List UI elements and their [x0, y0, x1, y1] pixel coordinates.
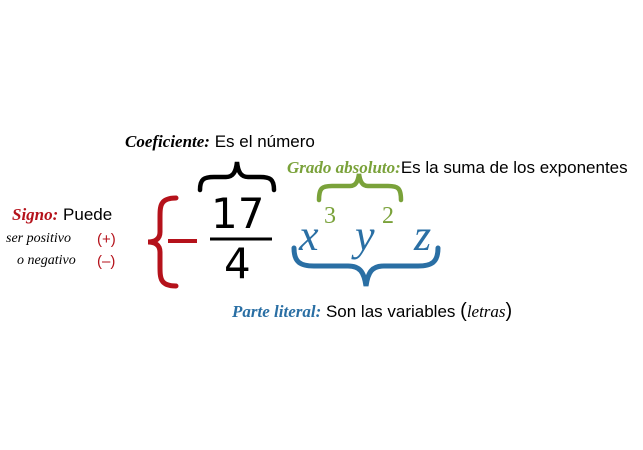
degree-term: Grado absoluto: [287, 158, 401, 177]
literal-brace [291, 245, 441, 287]
sign-negative-text: o negativo [17, 253, 76, 268]
literal-open-paren: ( [460, 300, 467, 322]
variable-z: z [414, 211, 432, 260]
coefficient-brace [197, 161, 277, 193]
numerator: 17 [211, 189, 265, 238]
minus-symbol: (–) [97, 253, 116, 270]
degree-brace [316, 173, 404, 203]
sign-label: Signo: Puede [12, 205, 112, 225]
sign-brace [147, 195, 179, 289]
literal-desc: Son las variables [321, 302, 461, 321]
literal-term: Parte literal: [232, 302, 322, 321]
literal-close-paren: ) [505, 300, 513, 322]
exponent-x: 3 [324, 203, 336, 229]
coefficient-term: Coeficiente: [125, 132, 210, 151]
plus-symbol: (+) [97, 231, 116, 248]
variable-x: x [299, 211, 319, 260]
sign-term: Signo: [12, 205, 59, 224]
degree-desc: Es la suma de los exponentes [400, 158, 628, 177]
coefficient-desc: Es el número [209, 132, 315, 151]
denominator: 4 [224, 239, 251, 288]
literal-paren-word: letras [466, 302, 506, 321]
sign-positive-text: ser positivo [6, 231, 71, 246]
variable-y: y [355, 211, 375, 260]
literal-label: Parte literal: Son las variables (letras… [232, 300, 512, 323]
coefficient-label: Coeficiente: Es el número [125, 132, 315, 152]
degree-label: Grado absoluto:Es la suma de los exponen… [287, 158, 628, 178]
exponent-y: 2 [382, 203, 394, 229]
sign-desc: Puede [58, 205, 113, 224]
